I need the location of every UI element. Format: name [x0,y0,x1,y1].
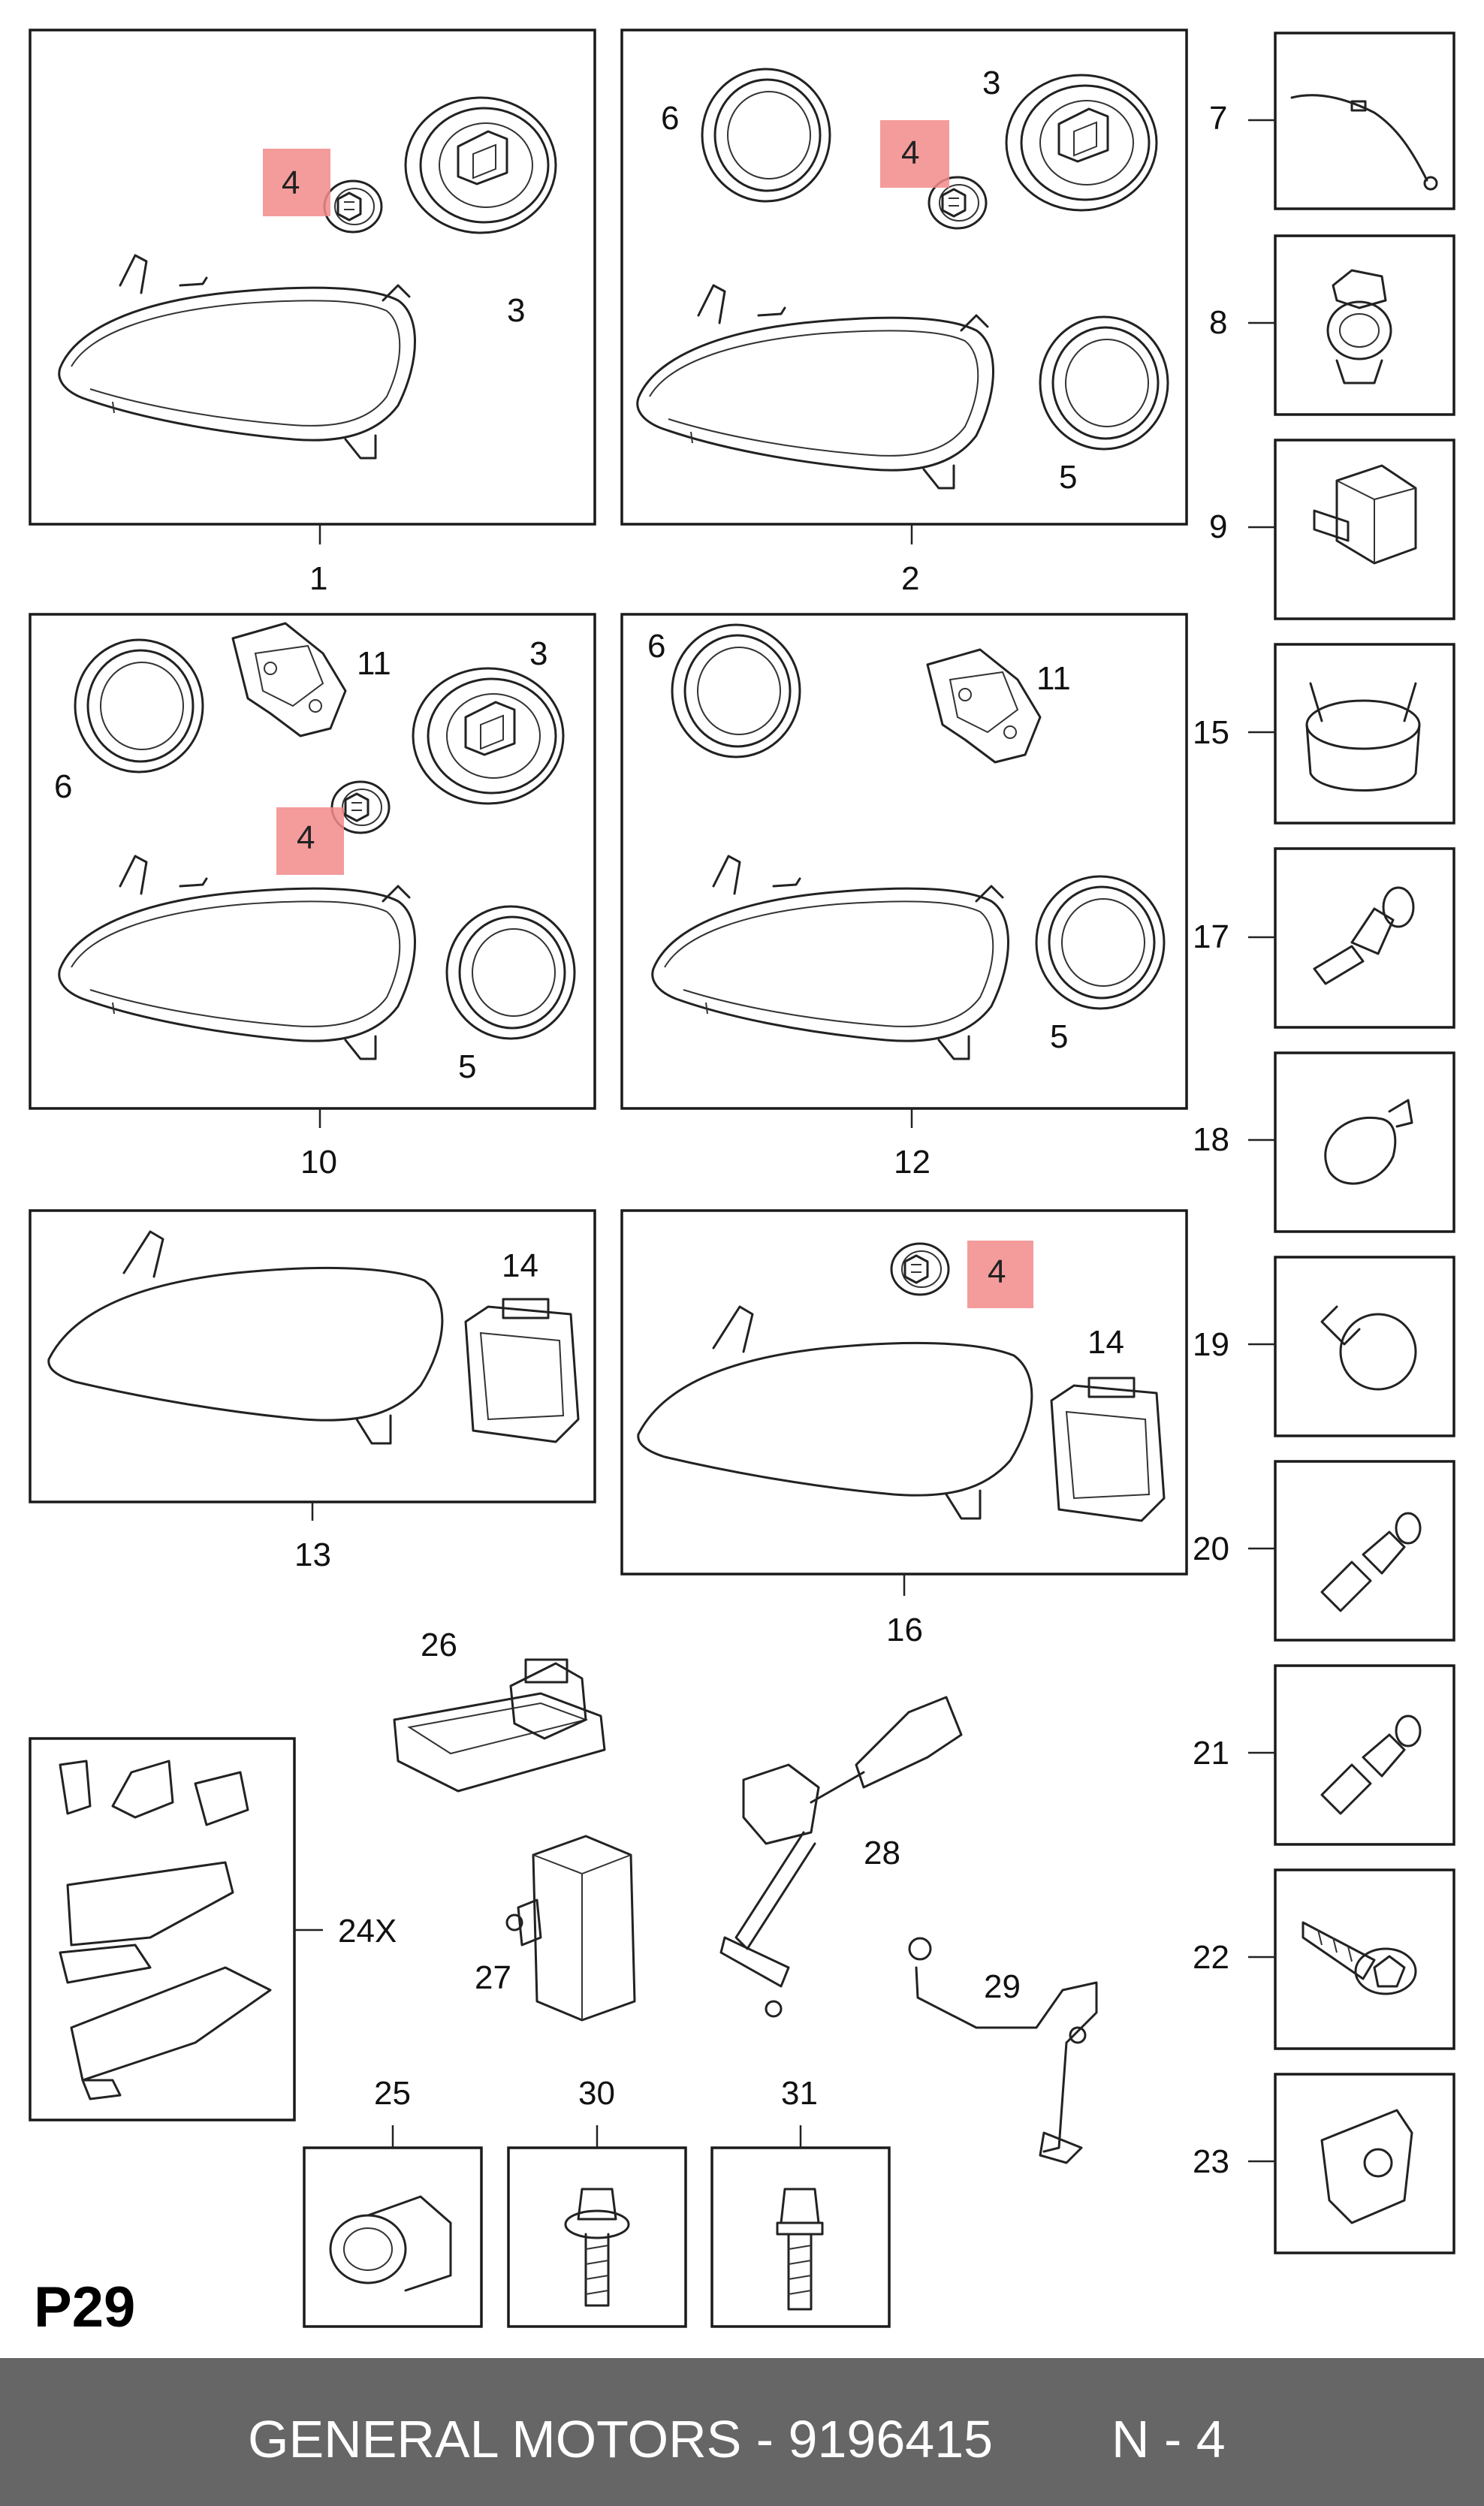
part-label: 30 [578,2075,615,2112]
highlight-box [967,1241,1033,1308]
headlamp-drawing [651,855,1009,1060]
part-label: 8 [1209,304,1227,341]
part-label: 3 [507,292,525,329]
part-label: 29 [984,1968,1021,2005]
panel-callout: 13 [294,1536,331,1573]
highlight-box [880,120,949,188]
part-label: 11 [1036,660,1071,697]
ring-seal-drawing [445,905,576,1040]
part-label: 3 [982,65,1000,101]
panel-12: 6 11 5 12 [620,613,1188,1181]
footer-position: N - 4 [1111,2410,1226,2468]
part-label: 25 [374,2075,411,2112]
panel-13: 14 13 [29,1209,596,1573]
part-label: 4 [282,164,300,201]
highlight-box [263,149,330,216]
bulb-socket-drawing [323,179,383,234]
control-module-drawing [393,1658,606,1793]
part-label: 14 [502,1247,538,1284]
ring-seal-drawing [74,638,204,774]
panel-10: 4 6 11 3 5 10 [29,613,596,1181]
part-label: 4 [297,819,315,856]
fastener-set-drawing [59,1760,272,2100]
bracket-drawing [926,648,1042,764]
rear-cap-drawing [404,96,557,234]
level-housing-drawing [1050,1377,1166,1522]
highlight-box [276,807,344,875]
level-sensor-drawing [719,1696,963,2018]
motor-drawing [505,1835,636,2022]
part-label: 7 [1209,100,1227,137]
part-label: 31 [781,2075,818,2112]
panel-callout: 2 [901,560,919,597]
ring-seal-drawing [701,68,831,203]
part-label: 24X [338,1913,397,1950]
part-label: 22 [1193,1939,1229,1976]
panel-1: 4 3 1 [29,29,596,597]
part-label: 18 [1193,1121,1229,1158]
part-label: 6 [54,768,72,805]
part-label: 28 [864,1835,900,1871]
part-label: 19 [1193,1326,1229,1363]
ring-seal-drawing [1039,315,1169,451]
part-label: 20 [1193,1530,1229,1567]
panel-callout: 1 [309,560,327,597]
bulb-socket-drawing [890,1242,950,1296]
part-label: 5 [1050,1018,1068,1055]
bracket-drawing [231,622,347,737]
part-label: 5 [1059,459,1077,496]
part-label: 17 [1193,918,1229,955]
rear-cap-drawing [1005,74,1158,212]
lower-parts: 26 24X 27 2 [29,1627,1098,2328]
part-label: 11 [357,645,391,682]
part-label: 5 [458,1048,476,1085]
headlamp-lens-drawing [637,1305,1033,1520]
part-label: 3 [529,635,547,672]
footer-brand-part: GENERAL MOTORS - 9196415 [248,2410,993,2468]
panel-2: 4 6 3 5 2 [620,29,1188,597]
part-label: 4 [901,134,919,171]
panel-callout: 12 [894,1144,931,1181]
part-label: 21 [1193,1735,1229,1772]
part-label: 23 [1193,2143,1229,2180]
part-label: 6 [647,628,665,665]
part-label: 9 [1209,508,1227,545]
level-housing-drawing [464,1298,580,1443]
side-column: 7 8 9 15 17 18 [1193,32,1455,2254]
part-label: 14 [1087,1324,1124,1361]
headlamp-drawing [58,855,416,1060]
bolt-drawing [776,2188,824,2311]
linkage-bracket-drawing [908,1937,1098,2164]
panel-callout: 10 [300,1144,337,1181]
panel-callout: 16 [886,1612,923,1648]
page-code: P29 [34,2275,135,2339]
part-label: 6 [661,100,679,137]
rear-cap-drawing [412,667,565,805]
headlamp-lens-drawing [47,1230,444,1445]
part-label: 26 [421,1627,457,1663]
part-label: 27 [475,1959,511,1996]
bolt-drawing [564,2188,630,2307]
part-label: 15 [1193,714,1229,751]
actuator-drawing [329,2195,452,2292]
headlamp-drawing [636,284,994,490]
headlamp-drawing [58,254,416,460]
panel-16: 4 14 16 [620,1209,1188,1648]
footer-band [0,2358,1484,2506]
part-label: 4 [988,1253,1006,1290]
ring-seal-drawing [671,623,801,758]
ring-seal-drawing [1035,875,1166,1010]
